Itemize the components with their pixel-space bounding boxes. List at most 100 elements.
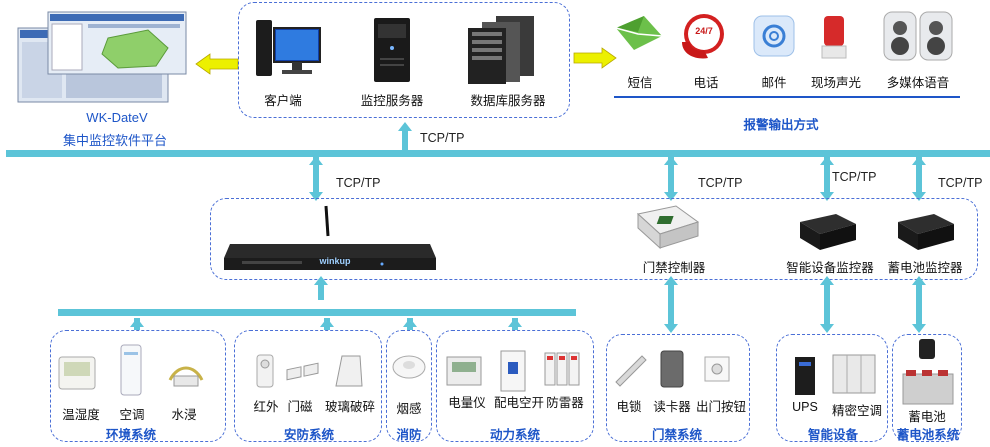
device-brand: winkup: [319, 256, 351, 266]
email-icon: [753, 15, 795, 57]
speaker-icon: [883, 11, 953, 61]
arrow-up-icon: [664, 276, 678, 285]
arrow-up-icon: [664, 156, 678, 165]
system-title: 蓄电池系统: [896, 428, 960, 442]
arrow-up-icon: [320, 318, 334, 327]
system-item-label: 电锁: [616, 400, 642, 414]
protocol-label: TCP/TP: [420, 131, 465, 145]
alarm-item-label: 现场声光: [810, 76, 861, 90]
arrow-up-icon: [508, 318, 522, 327]
link-stem: [313, 157, 319, 193]
precision-ac-icon: [832, 354, 876, 394]
battery-sensor-icon: [919, 339, 935, 359]
link-stem: [916, 157, 922, 193]
protocol-label: TCP/TP: [832, 170, 877, 184]
server-item-label: 客户端: [264, 94, 302, 108]
platform-subtitle: 集中监控软件平台: [62, 133, 167, 148]
battery-monitor-icon: [898, 214, 954, 250]
server-rack-icon: [468, 16, 534, 84]
protocol-label: TCP/TP: [938, 176, 983, 190]
arrow-left-icon: [195, 53, 239, 75]
system-title: 智能设备: [807, 428, 858, 442]
phone-badge: 24/7: [695, 26, 713, 36]
system-item-label: 玻璃破碎: [324, 400, 375, 414]
arrow-up-icon: [398, 122, 412, 131]
power-meter-icon: [446, 356, 482, 386]
main-controller-device-icon: [224, 205, 436, 270]
link-stem: [668, 157, 674, 193]
system-title: 消防: [396, 428, 422, 442]
system-item-label: 出门按钮: [695, 400, 746, 414]
protocol-label: TCP/TP: [336, 176, 381, 190]
system-item-label: 电量仪: [448, 396, 486, 410]
arrow-down-icon: [664, 192, 678, 201]
water-leak-sensor-icon: [168, 366, 204, 387]
system-group-power: [436, 330, 594, 442]
siren-icon: [821, 16, 847, 59]
servers-group: [238, 2, 570, 118]
sub-bus: [58, 309, 576, 316]
server-link: [402, 130, 408, 150]
arrow-right-icon: [573, 47, 617, 69]
arrow-up-icon: [820, 156, 834, 165]
link-stem: [824, 157, 830, 193]
server-item-label: 数据库服务器: [470, 94, 546, 108]
arrow-up-icon: [130, 318, 144, 327]
arrow-down-icon: [309, 192, 323, 201]
system-item-label: 防雷器: [546, 396, 584, 410]
door-magnet-icon: [286, 362, 319, 381]
system-item-label: UPS: [792, 400, 818, 414]
alarm-item-label: 邮件: [761, 76, 787, 90]
system-item-label: 烟感: [396, 402, 422, 416]
system-title: 安防系统: [283, 428, 334, 442]
system-group-security: [234, 330, 382, 442]
system-item-label: 空调: [119, 408, 145, 422]
phone-icon: [682, 14, 724, 59]
alarm-item-label: 多媒体语音: [886, 76, 950, 90]
system-item-label: 配电空开: [493, 396, 544, 410]
arrow-up-icon: [403, 318, 417, 327]
system-group-access: [606, 334, 750, 442]
system-group-environment: [50, 330, 226, 442]
system-group-smart: [776, 334, 888, 442]
system-title: 门禁系统: [651, 428, 702, 442]
server-item-label: 监控服务器: [360, 94, 424, 108]
network-bus: [6, 150, 990, 157]
controller-label: 门禁控制器: [642, 261, 706, 275]
ups-icon: [795, 357, 815, 395]
access-controller-icon: [636, 205, 700, 250]
arrow-down-icon: [912, 324, 926, 333]
system-group-fire: [386, 330, 432, 442]
system-item-label: 蓄电池: [908, 410, 946, 424]
alarm-item-label: 短信: [627, 76, 653, 90]
smoke-detector-icon: [392, 355, 426, 379]
link-stem: [318, 284, 324, 300]
controllers-group: [210, 198, 978, 280]
arrow-up-icon: [912, 276, 926, 285]
system-item-label: 温湿度: [62, 408, 100, 422]
controller-label: 智能设备监控器: [786, 261, 874, 275]
desktop-computer-icon: [256, 20, 321, 76]
system-title: 环境系统: [105, 428, 156, 442]
link-stem: [916, 284, 922, 326]
system-item-label: 水浸: [171, 408, 197, 422]
arrow-down-icon: [912, 192, 926, 201]
link-stem: [668, 284, 674, 326]
infrared-sensor-icon: [256, 354, 274, 388]
arrow-up-icon: [314, 276, 328, 285]
surge-protector-icon: [544, 352, 580, 386]
platform-screenshot: [17, 8, 188, 104]
sms-envelope-icon: [615, 16, 663, 50]
monitor-screens-icon: [17, 11, 187, 103]
system-group-battery: [892, 334, 962, 442]
arrow-up-icon: [912, 156, 926, 165]
server-tower-icon: [374, 18, 410, 82]
smart-monitor-icon: [800, 214, 856, 250]
arrow-up-icon: [820, 276, 834, 285]
air-conditioner-icon: [120, 344, 142, 396]
arrow-up-icon: [309, 156, 323, 165]
alarm-underline: [614, 96, 960, 98]
arrow-down-icon: [664, 324, 678, 333]
link-stem: [824, 284, 830, 326]
exit-button-icon: [704, 356, 730, 382]
